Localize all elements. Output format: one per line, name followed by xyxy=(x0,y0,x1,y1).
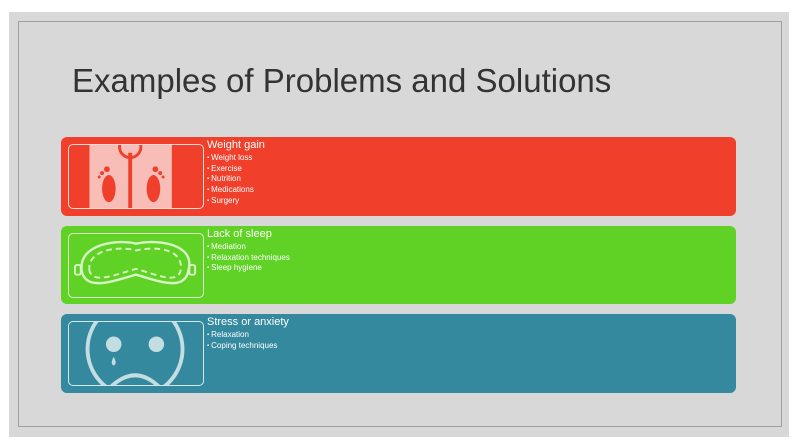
list-item: Surgery xyxy=(207,196,265,207)
list-item: Sleep hygiene xyxy=(207,263,290,274)
list-item: Medications xyxy=(207,185,265,196)
slide-frame xyxy=(18,21,782,427)
card-heading: Lack of sleep xyxy=(207,228,272,240)
list-item: Relaxation techniques xyxy=(207,253,290,264)
scale-feet-icon xyxy=(68,144,204,209)
card-weight-gain[interactable]: Weight gain Weight lossExerciseNutrition… xyxy=(61,137,736,216)
sleep-mask-icon xyxy=(68,233,204,298)
list-item: Relaxation xyxy=(207,330,289,341)
sad-face-icon xyxy=(68,321,204,386)
list-item: Nutrition xyxy=(207,174,265,185)
card-heading: Stress or anxiety xyxy=(207,316,289,328)
list-item: Weight loss xyxy=(207,153,265,164)
list-item: Mediation xyxy=(207,242,290,253)
list-item: Exercise xyxy=(207,164,265,175)
card-stress-or-anxiety[interactable]: Stress or anxiety RelaxationCoping techn… xyxy=(61,314,736,393)
list-item: Coping techniques xyxy=(207,341,289,352)
card-lack-of-sleep[interactable]: Lack of sleep MediationRelaxation techni… xyxy=(61,226,736,304)
slide-title: Examples of Problems and Solutions xyxy=(72,62,612,99)
card-heading: Weight gain xyxy=(207,139,265,151)
